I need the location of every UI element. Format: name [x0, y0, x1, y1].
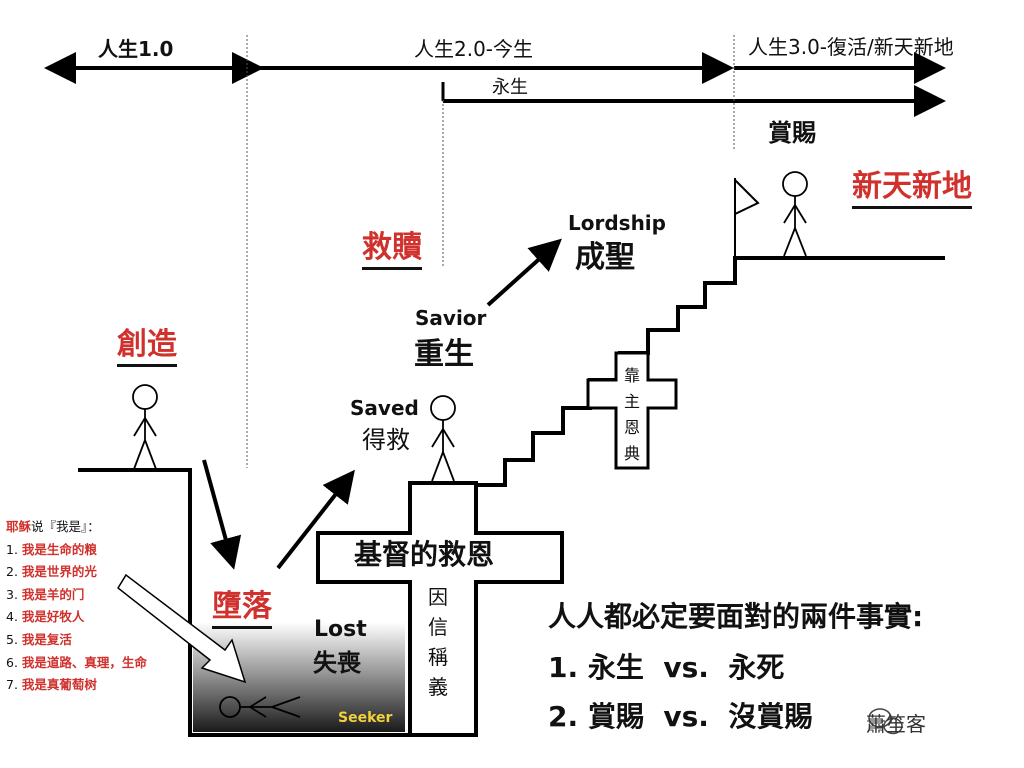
- grace-of-christ-label: 基督的救恩: [354, 538, 495, 571]
- timeline-arrows: [44, 52, 946, 117]
- new-heaven-earth-label: 新天新地: [852, 172, 972, 209]
- wechat-logo-icon: [868, 708, 903, 735]
- verses-title: 耶稣说『我是』：: [6, 519, 100, 534]
- by-lords-grace-label: 靠 主 恩 典: [623, 366, 640, 463]
- facts-heading: 人人都必定要面對的兩件事實:: [548, 600, 924, 633]
- list-item: 7. 我是真葡萄树: [6, 677, 97, 693]
- list-item: 4. 我是好牧人: [6, 609, 85, 625]
- lost-label: Lost: [314, 617, 367, 642]
- justified-by-faith-label: 因 信 稱 義: [428, 585, 448, 699]
- progress-arrows: [202, 238, 562, 570]
- timeline-dividers: [246, 35, 735, 468]
- facts-line-1: 1. 永生 vs. 永死: [548, 651, 785, 684]
- fall-label: 墮落: [212, 592, 272, 629]
- list-item: 1. 我是生命的粮: [6, 541, 97, 557]
- list-item: 6. 我是道路、真理，生命: [6, 654, 147, 670]
- lordship-label: Lordship: [568, 211, 666, 235]
- watermark: 蕭笙客: [866, 712, 926, 736]
- stick-figure-lost: [219, 696, 301, 718]
- list-item: 2. 我是世界的光: [6, 564, 97, 580]
- savior-label: Savior: [415, 306, 487, 330]
- saved-label: Saved: [350, 396, 419, 420]
- grace-cross: [316, 481, 564, 737]
- redemption-label: 救贖: [362, 233, 422, 270]
- life1-label: 人生1.0: [98, 37, 174, 61]
- life2-label: 人生2.0-今生: [414, 37, 534, 61]
- list-item: 5. 我是复活: [6, 631, 72, 647]
- i-am-verses: 耶稣说『我是』： 1. 我是生命的粮 2. 我是世界的光 3. 我是羊的门 4.…: [6, 516, 147, 697]
- stick-figure-heaven: [782, 171, 808, 257]
- reward-label: 賞賜: [768, 119, 816, 147]
- sanctification-label: 成聖: [575, 240, 635, 275]
- flag-icon: [734, 177, 760, 258]
- facts-line-2: 2. 賞賜 vs. 沒賞賜: [548, 700, 813, 733]
- creation-ledge: [78, 468, 408, 737]
- eternal-life-label: 永生: [492, 77, 528, 98]
- stick-figure-creation: [132, 384, 158, 470]
- stick-figure-saved: [430, 395, 456, 482]
- list-item: 3. 我是羊的门: [6, 586, 85, 602]
- saved-cn-label: 得救: [362, 426, 410, 454]
- grace-small-cross: [586, 351, 678, 470]
- verses-pointer-arrow: [117, 573, 247, 684]
- staircase: [476, 256, 945, 487]
- rebirth-label: 重生: [414, 337, 474, 372]
- creation-label: 創造: [117, 330, 177, 367]
- seeker-label: Seeker: [338, 710, 393, 726]
- life3-label: 人生3.0-復活/新天新地: [748, 35, 954, 59]
- lost-cn-label: 失喪: [313, 649, 361, 677]
